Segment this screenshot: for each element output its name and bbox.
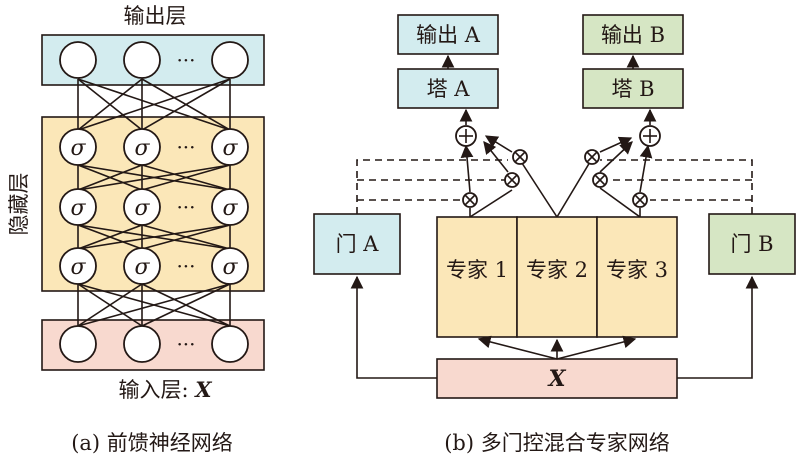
input-node	[211, 325, 249, 363]
expert-2-label: 专家 2	[526, 258, 588, 282]
gate-b-dashed-lines	[600, 159, 753, 214]
output-b-box	[582, 14, 684, 55]
hidden-node	[211, 188, 249, 226]
multiply-icon	[584, 149, 600, 165]
hidden-node	[211, 128, 249, 166]
multiply-icon	[512, 149, 528, 165]
expert-output-connections	[460, 135, 653, 218]
gate-b-multiplier-nodes	[584, 149, 648, 208]
multiply-icon	[462, 192, 478, 208]
expert-2-box	[516, 216, 598, 338]
hidden-node-sigma: σ	[222, 196, 238, 221]
hidden-node	[59, 128, 97, 166]
gate-a-dashed-lines	[356, 159, 508, 214]
sum-icon	[455, 125, 477, 147]
tower-b-box	[582, 68, 684, 109]
hidden-node	[59, 247, 97, 285]
input-to-experts-arrows	[477, 335, 637, 360]
tower-a-label: 塔 A	[427, 77, 471, 101]
hidden-node	[123, 247, 161, 285]
input-layer-ellipsis: ···	[176, 332, 195, 356]
expert-3-box	[596, 216, 678, 338]
input-layer-nodes: ···	[59, 325, 249, 363]
hidden-node-sigma: σ	[70, 196, 86, 221]
hidden-row-ellipsis: ···	[176, 254, 195, 278]
hidden-node-sigma: σ	[134, 196, 150, 221]
hidden-node	[59, 188, 97, 226]
output-layer-label: 输出层	[124, 4, 187, 28]
mmoe-network-panel: 输出 A 输出 B 塔 A 塔 B 门 A 门 B	[313, 14, 796, 455]
gate-a-box	[313, 213, 401, 275]
hidden-node-sigma: σ	[134, 136, 150, 161]
multiply-icon	[592, 172, 608, 188]
feedforward-network-panel: 输出层 隐藏层 输入层: X (a) 前馈神经网络	[7, 4, 265, 455]
multiply-icon	[504, 172, 520, 188]
input-layer-label-text: 输入层:	[118, 378, 195, 402]
tower-a-box	[397, 68, 499, 109]
input-node	[59, 325, 97, 363]
expert-1-label: 专家 1	[446, 258, 508, 282]
expert-3-label: 专家 3	[606, 258, 668, 282]
hidden-row-ellipsis: ···	[176, 135, 195, 159]
input-to-gate-a-arrow	[350, 275, 437, 379]
output-a-box	[397, 14, 499, 55]
output-layer-ellipsis: ···	[176, 48, 195, 72]
output-node	[123, 41, 161, 79]
hidden-node-sigma: σ	[222, 136, 238, 161]
input-x-label: X	[546, 366, 566, 392]
input-layer-label-var: X	[193, 377, 212, 402]
tower-b-label: 塔 B	[611, 77, 654, 101]
gate-a-label: 门 A	[336, 232, 380, 256]
gate-a-multiplier-nodes	[462, 149, 528, 208]
hidden-layer-row-1: σ σ ··· σ	[59, 128, 249, 166]
gate-b-box	[708, 213, 796, 275]
output-layer-nodes: ···	[59, 41, 249, 79]
layer-connections	[77, 78, 231, 327]
hidden-node	[211, 247, 249, 285]
mmoe-caption: (b) 多门控混合专家网络	[444, 431, 670, 455]
multiply-icon	[632, 192, 648, 208]
hidden-node-sigma: σ	[70, 136, 86, 161]
hidden-layer-row-3: σ σ ··· σ	[59, 247, 249, 285]
input-to-gate-b-arrow	[677, 275, 759, 379]
input-node	[123, 325, 161, 363]
hidden-layer-label: 隐藏层	[7, 173, 31, 236]
hidden-node-sigma: σ	[222, 255, 238, 280]
output-b-label: 输出 B	[601, 23, 665, 47]
input-layer-label: 输入层: X	[118, 377, 212, 402]
hidden-layer-row-2: σ σ ··· σ	[59, 188, 249, 226]
sum-icon	[639, 125, 661, 147]
output-node	[211, 41, 249, 79]
hidden-node-sigma: σ	[70, 255, 86, 280]
hidden-node	[123, 188, 161, 226]
output-node	[59, 41, 97, 79]
hidden-node	[123, 128, 161, 166]
hidden-node-sigma: σ	[134, 255, 150, 280]
gate-b-label: 门 B	[730, 232, 773, 256]
output-a-label: 输出 A	[416, 23, 481, 47]
feedforward-caption: (a) 前馈神经网络	[71, 431, 233, 455]
hidden-row-ellipsis: ···	[176, 195, 195, 219]
